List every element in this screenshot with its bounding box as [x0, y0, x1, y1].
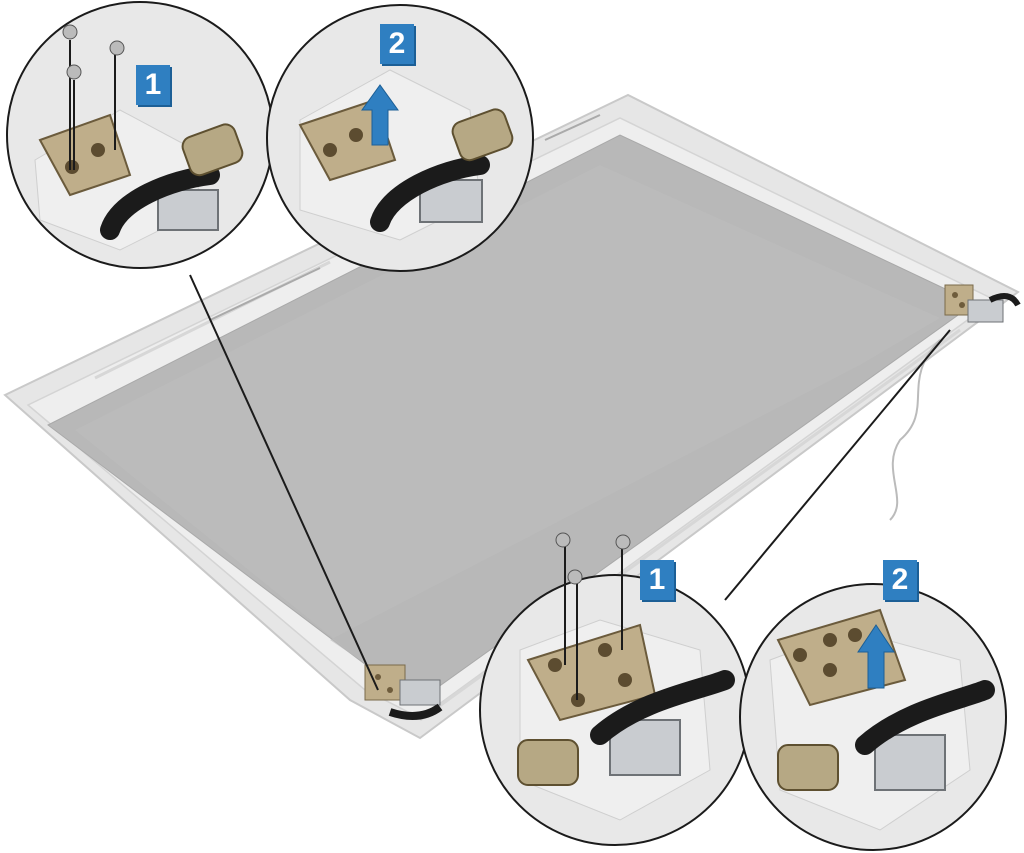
step-badge-left-2: 2	[380, 24, 414, 64]
screw-icon	[62, 24, 125, 170]
step-badge-left-1: 1	[136, 65, 170, 105]
antenna-cable	[889, 339, 941, 521]
hinge-icon	[38, 113, 132, 197]
right-hinge	[944, 284, 1021, 323]
detail-left-step2	[266, 4, 534, 272]
detail-right-step2	[739, 583, 1007, 851]
screw-icon	[555, 532, 631, 700]
lift-arrow-icon	[361, 84, 399, 146]
leader-line-right	[724, 329, 951, 601]
step-badge-right-1: 1	[640, 560, 674, 600]
display-assembly	[3, 93, 1020, 740]
step-badge-right-2: 2	[883, 560, 917, 600]
hinge-icon	[298, 98, 397, 182]
leader-line-left	[189, 274, 379, 691]
lift-arrow-icon	[857, 624, 895, 689]
detail-left-step1	[6, 1, 274, 269]
detail-right-step1	[479, 532, 751, 846]
panel-highlight	[75, 165, 940, 660]
left-hinge	[364, 664, 443, 720]
